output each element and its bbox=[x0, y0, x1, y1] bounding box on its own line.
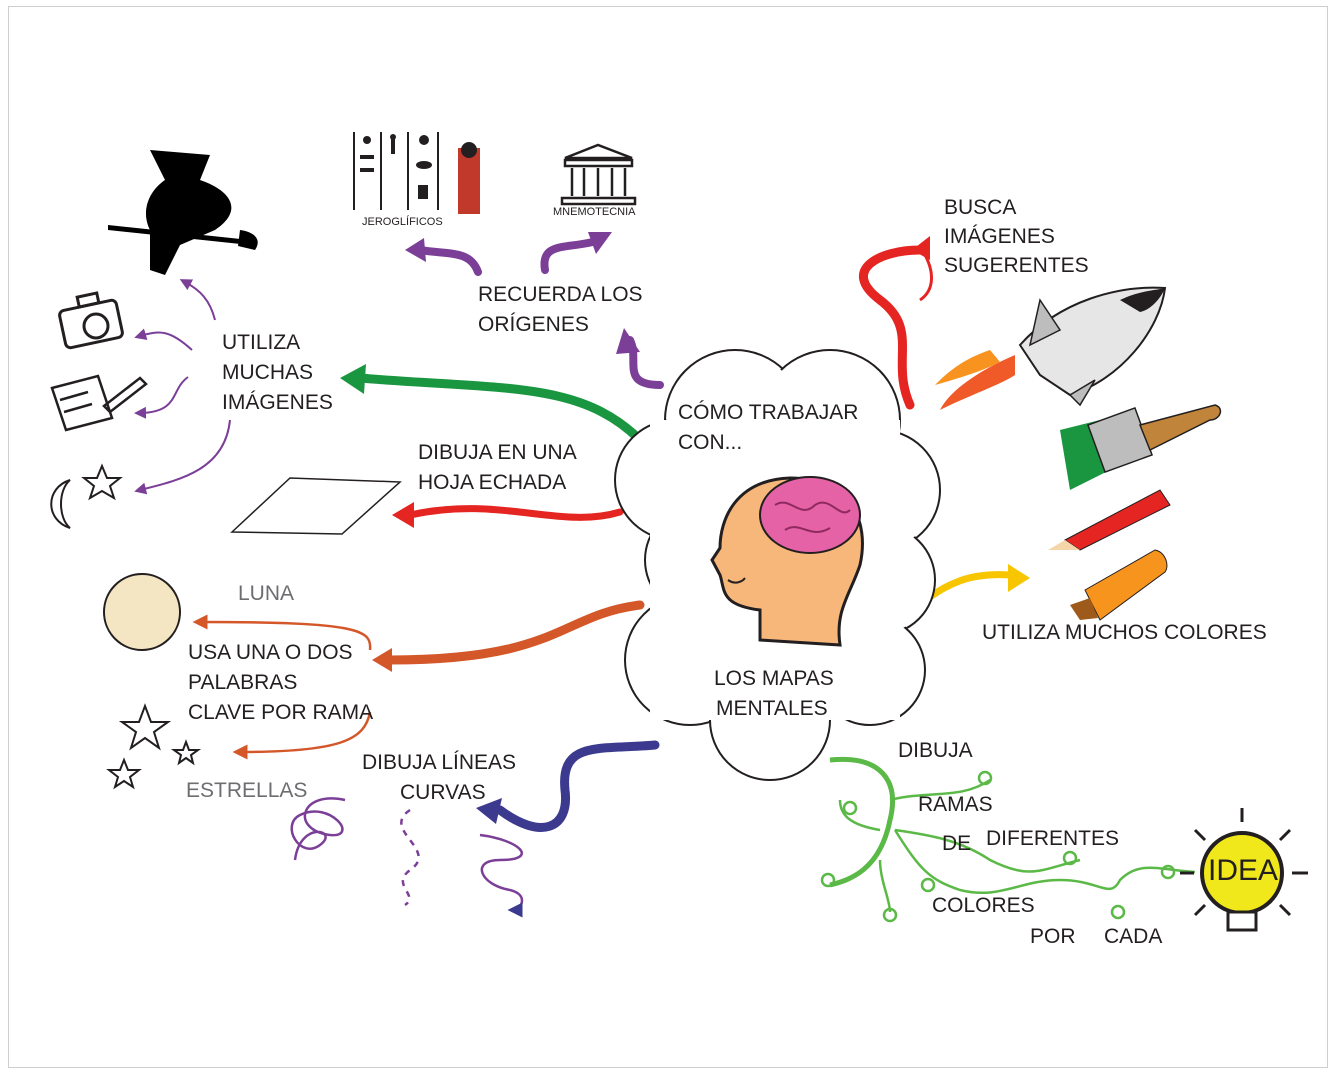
branch-green-arrow bbox=[340, 364, 366, 394]
branch-purple-right bbox=[540, 236, 604, 274]
curl-dashed bbox=[400, 808, 420, 907]
imagenes-label-line3: IMÁGENES bbox=[222, 391, 333, 414]
estrellas-label: ESTRELLAS bbox=[186, 779, 308, 802]
stars-icon bbox=[106, 703, 202, 790]
mnemotecnia-label: MNEMOTECNIA bbox=[553, 206, 636, 218]
branch-purple-left-arrow bbox=[405, 238, 426, 262]
imagenes-label-line2: MUCHAS bbox=[222, 361, 314, 384]
branch-purple-right-arrow bbox=[588, 232, 612, 254]
lightbulb-icon bbox=[1180, 808, 1308, 932]
center-subtitle-line2: MENTALES bbox=[716, 697, 828, 720]
curvas-label-line2: CURVAS bbox=[400, 781, 486, 804]
head-brain-icon bbox=[710, 476, 864, 647]
sub-purple-1 bbox=[179, 279, 216, 321]
branch-navy bbox=[495, 740, 660, 832]
witch-icon bbox=[108, 150, 258, 275]
busca-label-line1: BUSCA bbox=[944, 196, 1017, 219]
map-frame bbox=[8, 6, 1328, 1068]
idea-label: IDEA bbox=[1208, 854, 1279, 887]
recuerda-label-line1: RECUERDA LOS bbox=[478, 283, 643, 306]
hoja-label-line2: HOJA ECHADA bbox=[418, 471, 567, 494]
branch-red-left-arrow bbox=[392, 502, 414, 528]
palabras-label-line2: PALABRAS bbox=[188, 671, 298, 694]
imagenes-label-line1: UTILIZA bbox=[222, 331, 301, 354]
camera-icon bbox=[58, 291, 124, 350]
recuerda-label-line2: ORÍGENES bbox=[478, 313, 589, 336]
palabras-label-line3: CLAVE POR RAMA bbox=[188, 701, 374, 724]
curvas-label-line1: DIBUJA LÍNEAS bbox=[362, 751, 517, 774]
sub-purple-3 bbox=[134, 376, 189, 419]
sub-orange-luna bbox=[192, 614, 372, 651]
ramas-word-1: DIBUJA bbox=[898, 739, 973, 762]
branch-navy-arrow bbox=[476, 798, 502, 824]
space-shuttle-icon bbox=[935, 286, 1167, 410]
moon-icon bbox=[103, 573, 181, 651]
palabras-label-line1: USA UNA O DOS bbox=[188, 641, 353, 664]
center-title-line1: CÓMO TRABAJAR bbox=[678, 401, 859, 424]
sketch-icon bbox=[50, 374, 148, 432]
jeroglificos-label: JEROGLÍFICOS bbox=[362, 216, 443, 228]
branch-red-right-arrow bbox=[912, 236, 930, 260]
sub-purple-2 bbox=[134, 328, 193, 351]
sub-orange-estrellas bbox=[232, 711, 372, 760]
branch-green bbox=[355, 373, 645, 445]
moon-star-icon bbox=[50, 463, 123, 529]
ramas-word-6: POR bbox=[1030, 925, 1076, 948]
paintbrush-icon bbox=[1060, 404, 1222, 490]
curl-3 bbox=[479, 833, 524, 918]
curl-1 bbox=[290, 797, 346, 861]
branch-purple-left bbox=[416, 246, 482, 276]
branch-red-right bbox=[859, 245, 925, 410]
busca-label-line2: IMÁGENES bbox=[944, 225, 1055, 248]
marker-icon bbox=[1070, 549, 1168, 621]
hieroglyphs-icon bbox=[352, 132, 480, 214]
vine-leaves bbox=[820, 770, 1196, 923]
branch-purple-up-arrow bbox=[616, 328, 640, 354]
center-subtitle-line1: LOS MAPAS bbox=[714, 667, 834, 690]
ramas-word-5: COLORES bbox=[932, 894, 1035, 917]
ramas-word-2: RAMAS bbox=[918, 793, 993, 816]
temple-icon bbox=[560, 143, 637, 206]
ramas-word-4: DIFERENTES bbox=[986, 827, 1120, 850]
busca-label-line3: SUGERENTES bbox=[944, 254, 1089, 277]
sub-purple-4 bbox=[134, 419, 231, 495]
branch-yellow-arrow bbox=[1008, 564, 1030, 592]
branch-red-left bbox=[406, 505, 624, 521]
branch-orange-arrow bbox=[372, 648, 392, 672]
ramas-word-7: CADA bbox=[1104, 925, 1163, 948]
paper-sheet-icon bbox=[230, 477, 402, 535]
branch-orange bbox=[385, 600, 645, 665]
pencil-icon bbox=[1048, 489, 1171, 551]
center-title-line2: CON... bbox=[678, 431, 743, 454]
branch-green-vine bbox=[829, 756, 895, 888]
colores-label: UTILIZA MUCHOS COLORES bbox=[982, 621, 1267, 644]
hoja-label-line1: DIBUJA EN UNA bbox=[418, 441, 577, 464]
ramas-word-3: DE bbox=[942, 832, 972, 855]
luna-label: LUNA bbox=[238, 582, 295, 605]
